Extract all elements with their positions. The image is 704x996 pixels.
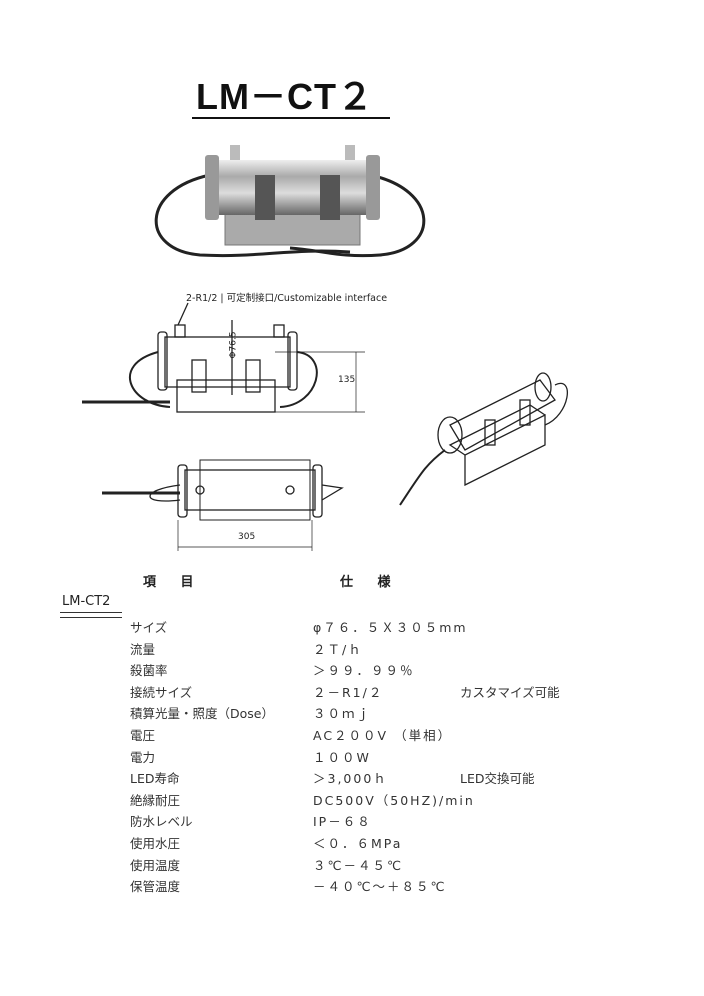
table-row: 流量 ２Ｔ/ｈ bbox=[0, 639, 704, 660]
spec-item: 絶縁耐圧 bbox=[130, 792, 181, 808]
table-row: 積算光量・照度（Dose） ３０ｍｊ bbox=[0, 703, 704, 724]
table-row: LED寿命 ＞3,000ｈ LED交換可能 bbox=[0, 768, 704, 789]
table-row: 防水レベル IP－６８ bbox=[0, 811, 704, 832]
model-label: LM-CT2 bbox=[62, 594, 111, 609]
table-row: 殺菌率 ＞９９．９９％ bbox=[0, 660, 704, 681]
product-title: LM－CT２ bbox=[196, 76, 374, 117]
header-item: 項 目 bbox=[143, 575, 204, 590]
table-row: 使用温度 ３℃－４５℃ bbox=[0, 855, 704, 876]
spec-item: サイズ bbox=[130, 620, 168, 635]
spec-item: 殺菌率 bbox=[130, 663, 168, 679]
spec-note: LED交換可能 bbox=[460, 771, 535, 787]
product-photo bbox=[154, 145, 426, 258]
dimension-drawing bbox=[82, 302, 365, 551]
table-row: 保管温度 －４０℃～＋８５℃ bbox=[0, 876, 704, 897]
spec-item: 防水レベル bbox=[130, 814, 193, 830]
spec-item: 使用水圧 bbox=[130, 836, 181, 851]
spec-spec: ２－R1/２ bbox=[313, 684, 384, 700]
spec-spec: ＞９９．９９％ bbox=[313, 663, 415, 679]
interface-label: 2-R1/2 | 可定制接口/Customizable interface bbox=[186, 293, 388, 304]
title-underline bbox=[192, 117, 390, 119]
table-row: 使用水圧 ＜０．６MPa bbox=[0, 833, 704, 854]
spec-note: カスタマイズ可能 bbox=[460, 684, 560, 700]
spec-spec: ＜０．６MPa bbox=[313, 836, 403, 851]
diameter-label: Φ76.5 bbox=[228, 331, 239, 359]
spec-item: 電圧 bbox=[130, 728, 156, 743]
table-row: 電圧 AC２００V （単相） bbox=[0, 725, 704, 746]
header-spec: 仕 様 bbox=[340, 575, 401, 590]
spec-item: 積算光量・照度（Dose） bbox=[130, 706, 274, 722]
spec-item: 使用温度 bbox=[130, 857, 181, 873]
isometric-drawing bbox=[399, 372, 568, 506]
table-row: 電力 １００W bbox=[0, 747, 704, 768]
spec-spec: IP－６８ bbox=[313, 814, 372, 830]
spec-spec: DC500V（50HZ)/min bbox=[313, 792, 475, 808]
spec-item: LED寿命 bbox=[130, 771, 180, 787]
spec-item: 接続サイズ bbox=[130, 684, 193, 700]
spec-spec: φ７６．５Ｘ３０５mm bbox=[313, 620, 468, 635]
model-underline bbox=[60, 612, 122, 618]
length-dimension: 305 bbox=[238, 532, 256, 542]
height-dimension: 135 bbox=[338, 375, 356, 385]
spec-spec: ２Ｔ/ｈ bbox=[313, 641, 363, 657]
spec-spec: ＞3,000ｈ bbox=[313, 771, 388, 787]
spec-spec: ３０ｍｊ bbox=[313, 706, 372, 722]
spec-spec: ３℃－４５℃ bbox=[313, 857, 404, 873]
table-row: 接続サイズ ２－R1/２ カスタマイズ可能 bbox=[0, 682, 704, 703]
table-row: サイズ φ７６．５Ｘ３０５mm bbox=[0, 617, 704, 638]
spec-spec: １００W bbox=[313, 749, 371, 765]
spec-item: 流量 bbox=[130, 641, 156, 657]
spec-item: 電力 bbox=[130, 749, 156, 765]
spec-spec: －４０℃～＋８５℃ bbox=[313, 879, 447, 895]
table-row: 絶縁耐圧 DC500V（50HZ)/min bbox=[0, 790, 704, 811]
spec-item: 保管温度 bbox=[130, 879, 181, 895]
spec-spec: AC２００V （単相） bbox=[313, 728, 453, 743]
